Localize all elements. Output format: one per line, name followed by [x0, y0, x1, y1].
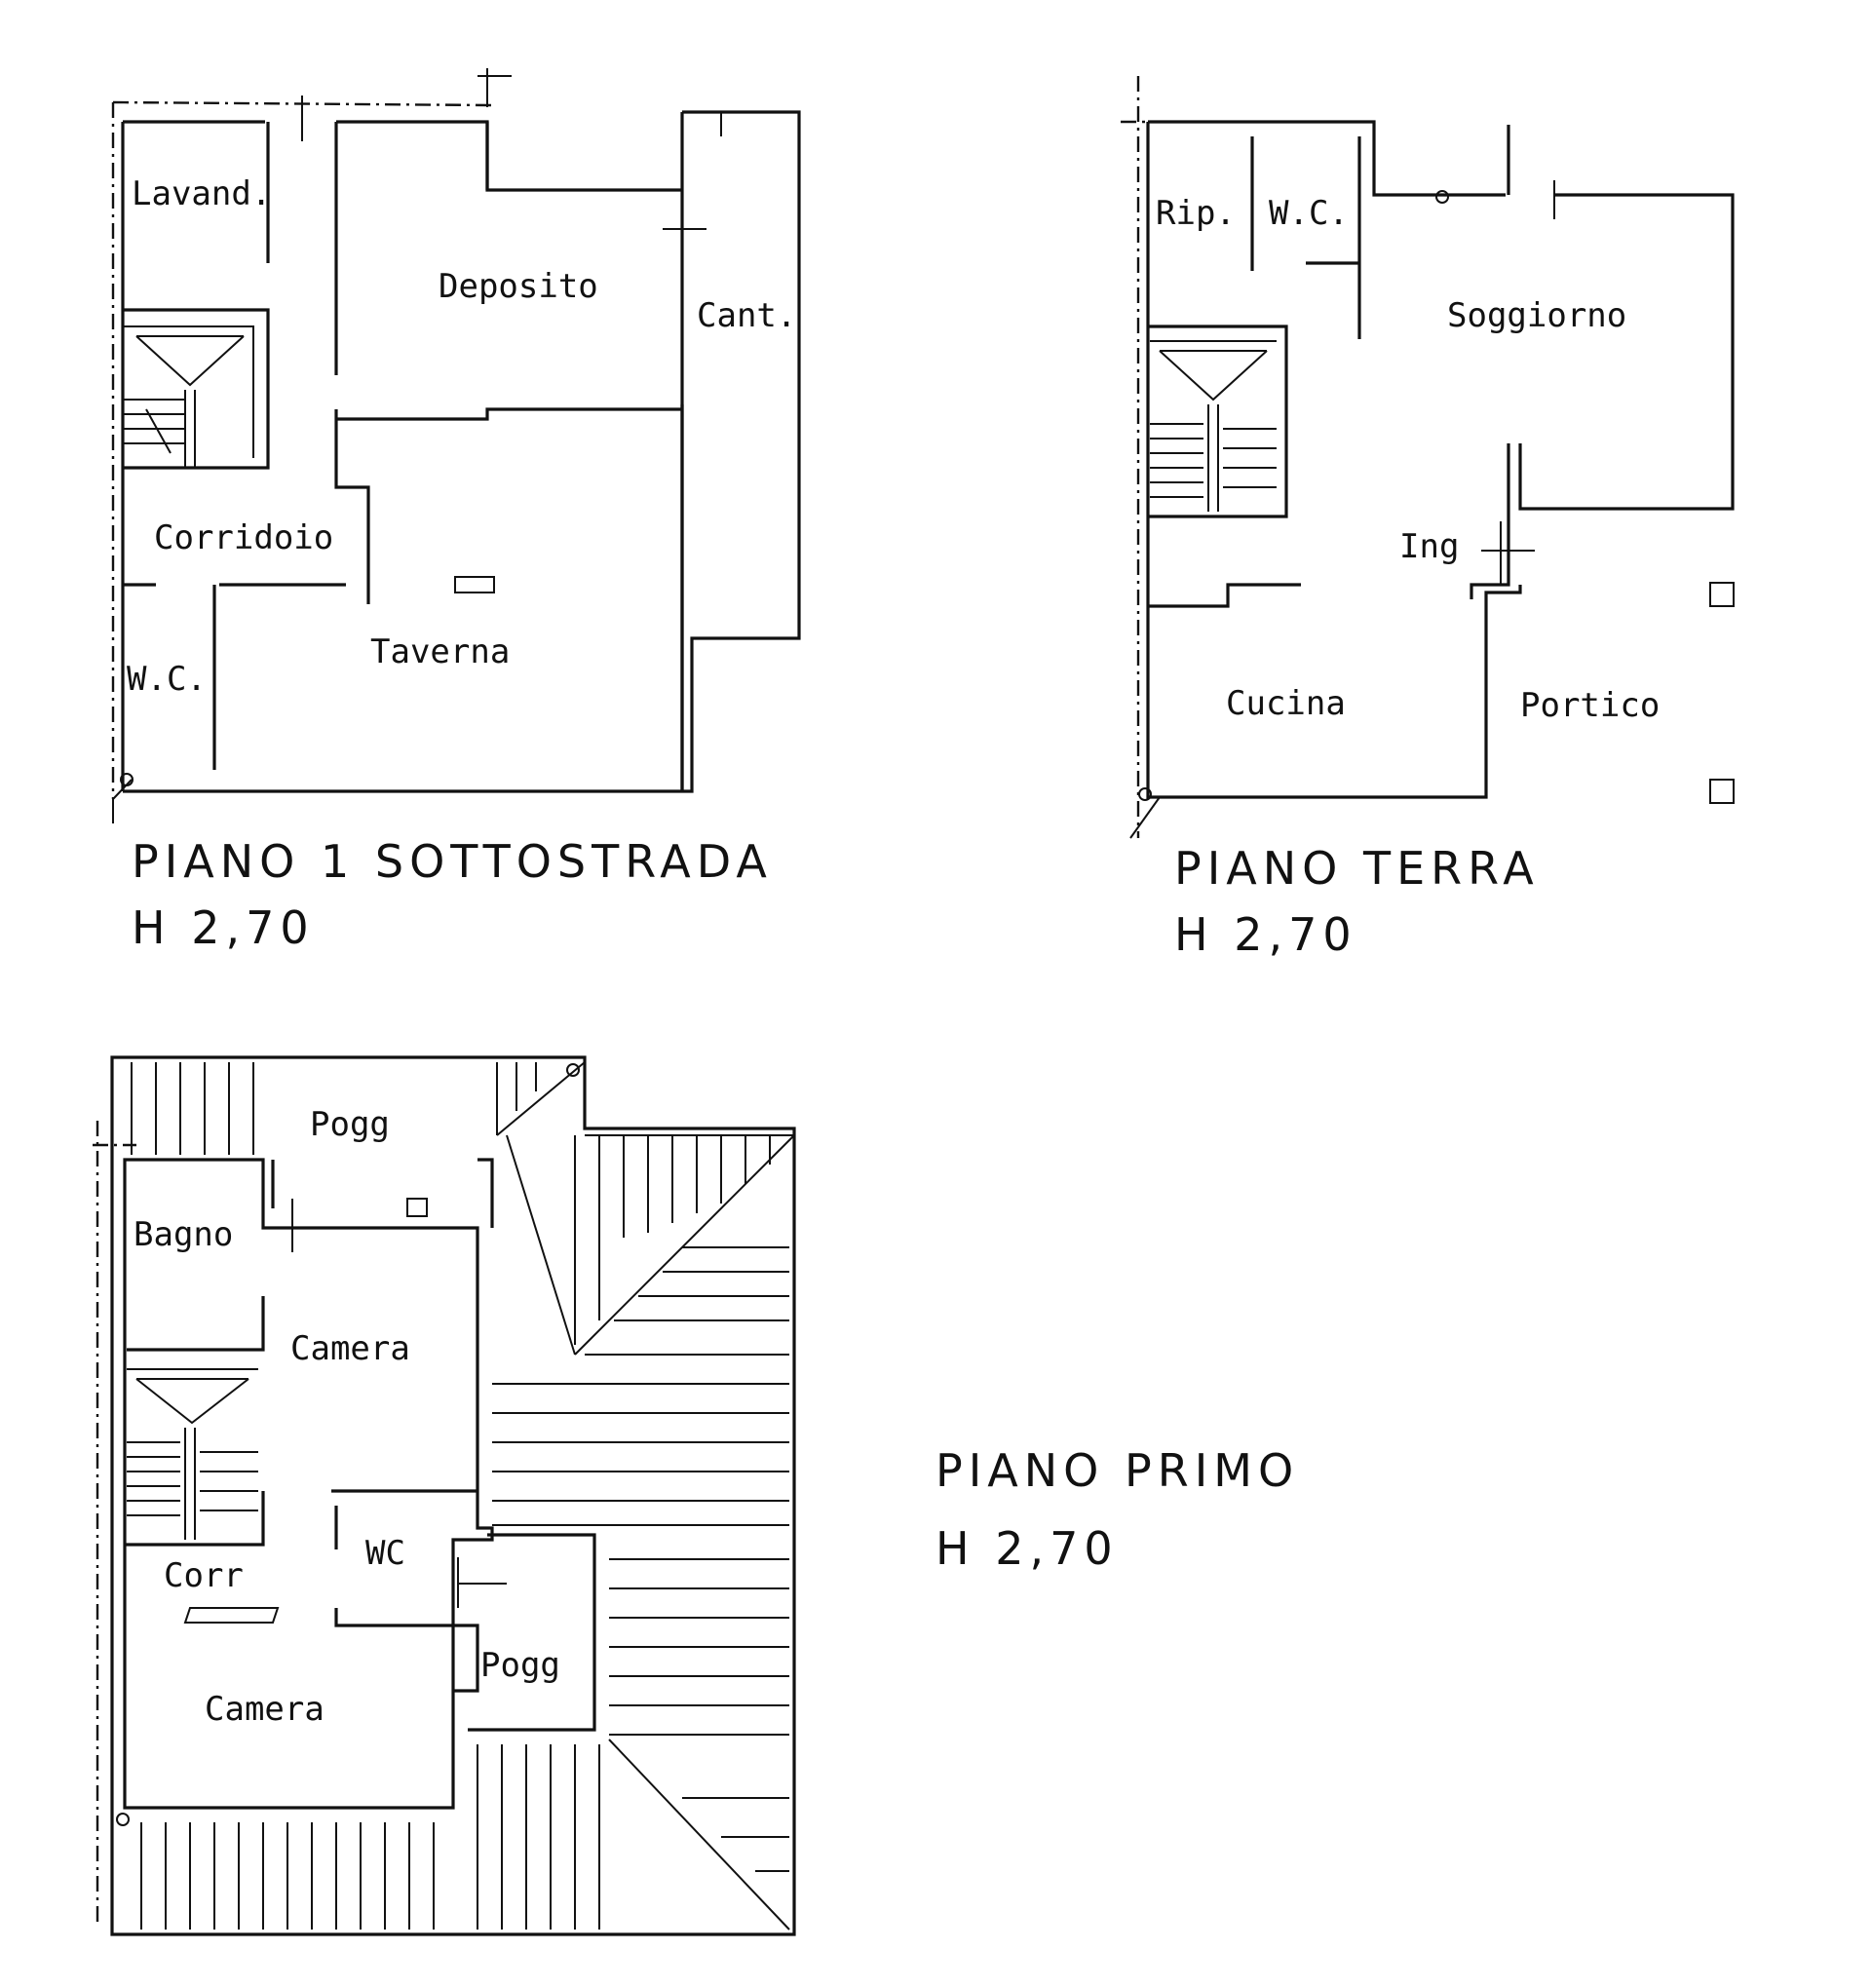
room-label-wc: W.C. — [1269, 194, 1349, 233]
room-label-corridoio: Corridoio — [154, 518, 333, 557]
outer-wall — [121, 110, 801, 793]
door-marks — [291, 1199, 507, 1608]
room-label-poggiolo-right: Pogg — [480, 1646, 560, 1685]
plan-sottostrada: Lavand. Deposito Cant. Corridoio Taverna… — [111, 68, 801, 954]
column-marker — [116, 1813, 130, 1826]
room-label-wc: W.C. — [127, 660, 207, 699]
column-marker — [566, 1063, 580, 1077]
room-label-camera-top: Camera — [290, 1329, 410, 1368]
room-label-soggiorno: Soggiorno — [1447, 296, 1626, 335]
fixture — [183, 1198, 428, 1624]
column-marker — [1435, 190, 1449, 204]
room-label-portico: Portico — [1520, 686, 1660, 725]
room-label-cantina: Cant. — [697, 296, 796, 335]
room-label-camera-bottom: Camera — [205, 1690, 325, 1729]
roof-hatching — [131, 1061, 795, 1931]
plan-height-primo: H 2,70 — [936, 1522, 1119, 1575]
inner-walls — [123, 1158, 596, 1810]
room-label-cucina: Cucina — [1226, 684, 1346, 723]
stair — [127, 1368, 258, 1540]
corner-stub — [1129, 796, 1161, 839]
plan-title-sottostrada: PIANO 1 SOTTOSTRADA — [132, 835, 773, 888]
boundary-dash-line — [1121, 76, 1165, 838]
inner-walls — [122, 122, 684, 791]
corner-stub — [112, 779, 133, 823]
plan-primo: Pogg Bagno Camera WC Corr Camera Pogg PI… — [93, 1055, 1299, 1936]
plan-height-sottostrada: H 2,70 — [132, 901, 315, 954]
stair — [122, 325, 254, 468]
room-label-ripostiglio: Rip. — [1156, 194, 1236, 233]
fixture — [454, 576, 495, 593]
room-label-ingresso: Ing — [1399, 527, 1459, 566]
inner-walls — [1148, 125, 1510, 608]
portico-pillar — [1709, 779, 1735, 804]
room-label-poggiolo-top: Pogg — [310, 1105, 390, 1144]
room-label-bagno: Bagno — [134, 1215, 233, 1254]
roof-outline — [110, 1055, 796, 1936]
plan-terra: Rip. W.C. Soggiorno Ing Cucina Portico P… — [1121, 76, 1735, 961]
column-marker — [1138, 787, 1152, 801]
outer-wall — [1146, 120, 1735, 799]
plan-height-terra: H 2,70 — [1174, 908, 1357, 961]
room-label-corridoio: Corr — [164, 1556, 244, 1595]
room-label-wc: WC — [365, 1534, 405, 1573]
portico-pillar — [1709, 582, 1735, 607]
plan-title-terra: PIANO TERRA — [1174, 842, 1540, 895]
stair — [1150, 340, 1277, 512]
door-marks — [301, 68, 722, 230]
door-marks — [1481, 180, 1555, 585]
room-label-lavanderia: Lavand. — [132, 174, 271, 213]
room-label-taverna: Taverna — [370, 632, 510, 671]
room-label-deposito: Deposito — [439, 267, 598, 306]
boundary-dash-line — [93, 1121, 136, 1925]
plan-title-primo: PIANO PRIMO — [936, 1444, 1299, 1497]
